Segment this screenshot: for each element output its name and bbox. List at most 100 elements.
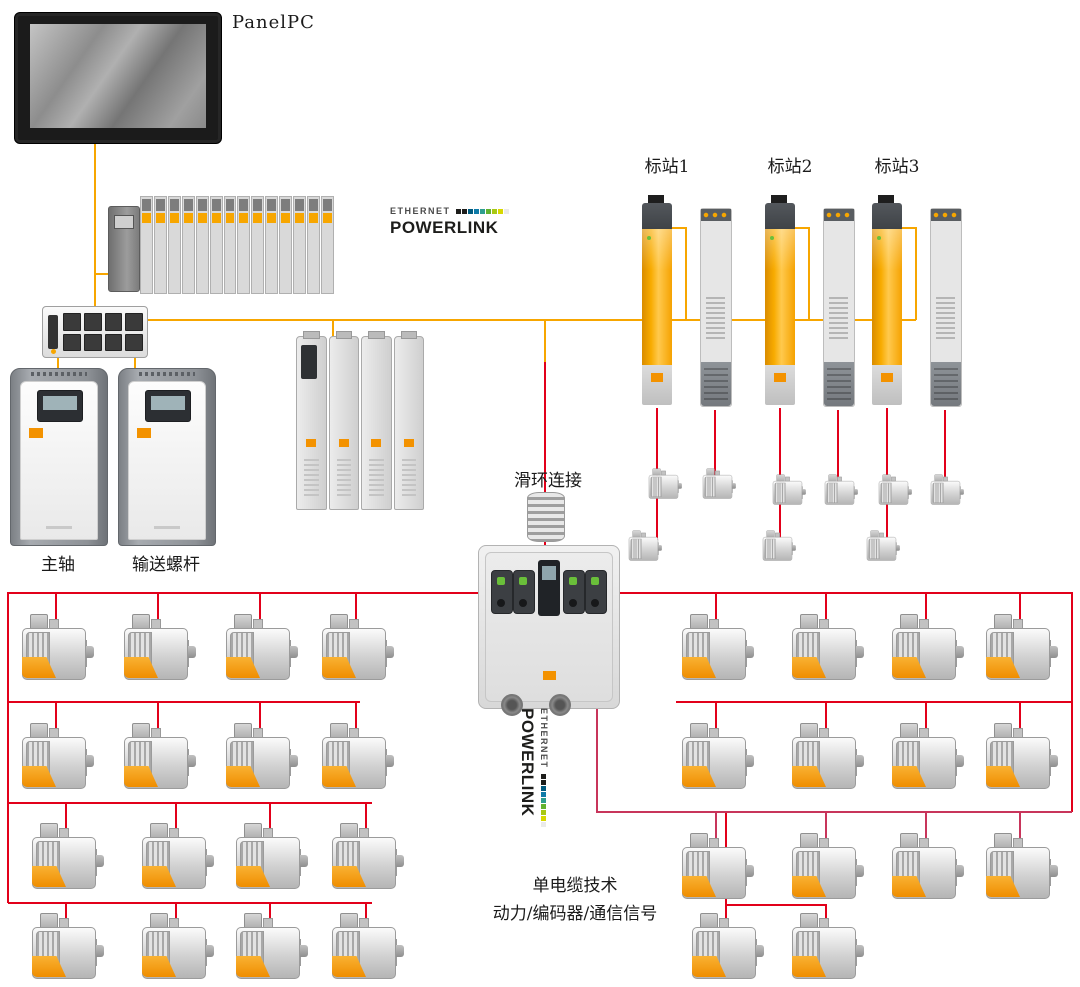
servo-motor — [686, 912, 766, 982]
drive-heatsink — [824, 362, 854, 406]
station-label: 标站2 — [767, 157, 813, 177]
motor-shaft — [187, 646, 196, 658]
motor-orange-cover — [892, 876, 926, 897]
motor-orange-cover — [32, 866, 66, 887]
drive-body — [765, 229, 795, 365]
io-module — [195, 196, 209, 294]
status-led — [647, 236, 651, 240]
servo-motor — [26, 822, 106, 892]
panel-pc-label: PanelPC — [232, 12, 315, 33]
servo-motor — [822, 474, 859, 506]
drive-top-connector — [648, 195, 664, 204]
io-bus-controller — [108, 206, 140, 292]
motor-shaft — [955, 755, 964, 767]
junction-box — [478, 545, 620, 716]
drive-body — [872, 229, 902, 365]
drive-foot — [872, 365, 902, 405]
motor-shaft — [755, 945, 764, 957]
servo-motor — [220, 613, 300, 683]
motor-shaft — [955, 865, 964, 877]
motor-shaft — [95, 945, 104, 957]
servo-motor — [786, 912, 866, 982]
motor-ribs — [932, 482, 944, 503]
single-cable-caption: 单电缆技术 动力/编码器/通信信号 — [450, 872, 700, 928]
br-logo — [137, 428, 151, 438]
powerlink-logo-top: ETHERNET — [390, 206, 509, 216]
powerlink-logo: ETHERNET POWERLINK — [390, 206, 509, 238]
servo-motor — [136, 822, 216, 892]
motor-shaft — [289, 755, 298, 767]
motor-shaft — [657, 545, 662, 551]
ethernet-text: ETHERNET — [539, 708, 549, 769]
motor-orange-cover — [332, 956, 366, 977]
switch-display — [48, 315, 58, 349]
motor-shaft — [959, 489, 964, 495]
motor-orange-cover — [226, 657, 260, 678]
io-module — [223, 196, 237, 294]
motor-orange-cover — [792, 956, 826, 977]
station-3 — [872, 195, 962, 411]
servo-motor — [886, 613, 966, 683]
servo-motor — [676, 613, 756, 683]
servo-motor — [230, 822, 310, 892]
io-module — [153, 196, 167, 294]
motor-orange-cover — [332, 866, 366, 887]
logo-square — [541, 809, 547, 815]
servo-drive-module — [393, 331, 424, 510]
motor-ribs — [868, 538, 880, 559]
io-module — [279, 196, 293, 294]
servo-motor — [16, 613, 96, 683]
logo-square — [541, 803, 547, 809]
servo-drive-module — [328, 331, 359, 510]
logo-square — [541, 821, 547, 827]
power-connector — [513, 570, 535, 614]
motor-shaft — [855, 865, 864, 877]
motor-shaft — [853, 489, 858, 495]
powerlink-logo-vertical: ETHERNET POWERLINK — [517, 708, 549, 832]
powerlink-text: POWERLINK — [518, 708, 537, 817]
motor-orange-cover — [692, 956, 726, 977]
servo-drive-module — [296, 331, 327, 510]
io-module — [320, 196, 334, 294]
power-connector — [491, 570, 513, 614]
motor-shaft — [299, 945, 308, 957]
drive-label-tag — [403, 439, 414, 447]
io-module — [237, 196, 251, 294]
logo-square — [541, 773, 547, 779]
drive-front-panel — [128, 381, 206, 540]
slip-ring-label: 滑环连接 — [514, 471, 582, 491]
inverter-module-yellow — [872, 195, 902, 405]
servo-motor — [626, 530, 663, 562]
logo-square — [497, 208, 503, 214]
logo-square — [479, 208, 485, 214]
logo-square — [473, 208, 479, 214]
motor-shaft — [205, 855, 214, 867]
drive-top-cap — [872, 203, 902, 229]
servo-motor — [220, 722, 300, 792]
round-connector — [549, 694, 571, 716]
motor-orange-cover — [22, 766, 56, 787]
motor-shaft — [791, 545, 796, 551]
drive-label-tag — [338, 439, 349, 447]
io-module-rack — [108, 196, 334, 294]
motor-orange-cover — [142, 866, 176, 887]
switch-ports — [63, 313, 143, 351]
motor-orange-cover — [792, 657, 826, 678]
motor-shaft — [855, 646, 864, 658]
panel-pc-screen — [30, 24, 206, 128]
motor-ribs — [774, 482, 786, 503]
drive-vents — [936, 297, 955, 341]
motor-shaft — [1049, 755, 1058, 767]
powerlink-text: POWERLINK — [390, 218, 499, 237]
status-led — [877, 236, 881, 240]
servo-motor — [676, 722, 756, 792]
switch-port — [125, 333, 143, 351]
logo-square — [455, 208, 461, 214]
motor-shaft — [85, 646, 94, 658]
motor-orange-cover — [892, 766, 926, 787]
br-logo — [774, 373, 786, 382]
io-module — [265, 196, 279, 294]
logo-square — [541, 797, 547, 803]
drive-foot — [765, 365, 795, 405]
caption-line2: 动力/编码器/通信信号 — [492, 904, 658, 924]
